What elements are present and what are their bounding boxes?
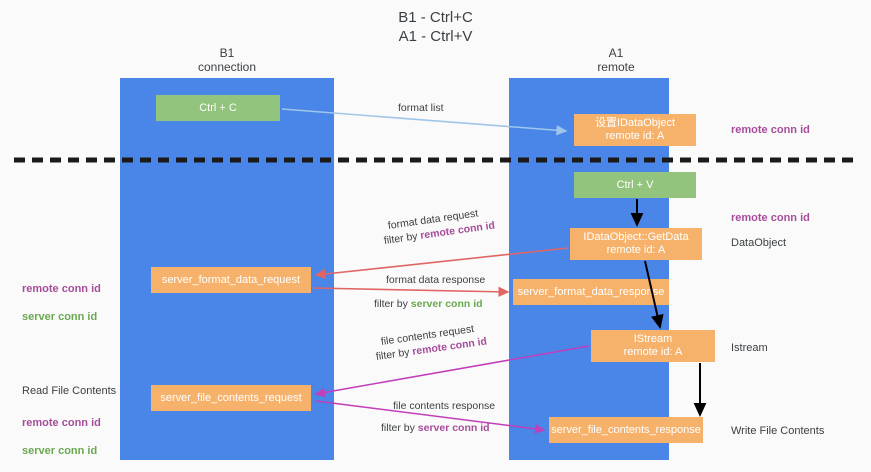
annotation-dataobject: DataObject — [731, 237, 787, 249]
node-server-format-data-response[interactable]: server_format_data_response — [513, 279, 669, 305]
annotation-remote-conn-id: remote conn id — [22, 417, 101, 429]
filter-key: server conn id — [417, 422, 490, 434]
node-idataobject-getdata[interactable]: IDataObject::GetData remote id: A — [570, 228, 702, 260]
edge-label-file-contents-response-filter: filter by server conn id — [381, 421, 490, 436]
annotation-istream: Istream — [731, 342, 768, 354]
annotation-remote-conn-id-mid: remote conn id — [731, 212, 810, 224]
filter-prefix: filter by — [381, 422, 418, 434]
node-set-idataobject[interactable]: 设置IDataObject remote id: A — [574, 114, 696, 146]
node-server-format-data-request[interactable]: server_format_data_request — [151, 267, 311, 293]
annotation-write-file-contents: Write File Contents — [731, 425, 825, 437]
annotation-remote-conn-id-top: remote conn id — [731, 124, 810, 136]
edge-label-format-data-response-filter: filter by server conn id — [374, 297, 483, 312]
edge-format-data-response — [312, 286, 510, 297]
filter-prefix: filter by — [383, 229, 422, 247]
annotation-conn-ids-mid: remote conn id server conn id — [22, 268, 101, 338]
lane-header-b1: B1 connection — [197, 46, 257, 74]
edge-label-file-contents-response: file contents response — [393, 400, 496, 412]
node-istream[interactable]: IStream remote id: A — [591, 330, 715, 362]
page-title: B1 - Ctrl+C A1 - Ctrl+V — [398, 9, 473, 45]
node-server-file-contents-response[interactable]: server_file_contents_response — [549, 417, 703, 443]
annotation-server-conn-id: server conn id — [22, 311, 98, 323]
filter-prefix: filter by — [375, 345, 414, 363]
node-ctrl-c[interactable]: Ctrl + C — [156, 95, 280, 121]
filter-prefix: filter by — [374, 298, 411, 310]
edge-label-format-data-response: format data response — [386, 274, 486, 286]
filter-key: server conn id — [410, 298, 483, 310]
lane-header-a1: A1 remote — [597, 46, 635, 74]
node-server-file-contents-request[interactable]: server_file_contents_request — [151, 385, 311, 411]
annotation-server-conn-id: server conn id — [22, 445, 98, 457]
edge-label-format-list: format list — [398, 102, 444, 114]
annotation-remote-conn-id: remote conn id — [22, 283, 101, 295]
annotation-read-file-contents: Read File Contents — [22, 385, 117, 397]
annotation-conn-ids-bottom: remote conn id server conn id — [22, 402, 101, 472]
node-ctrl-v[interactable]: Ctrl + V — [574, 172, 696, 198]
